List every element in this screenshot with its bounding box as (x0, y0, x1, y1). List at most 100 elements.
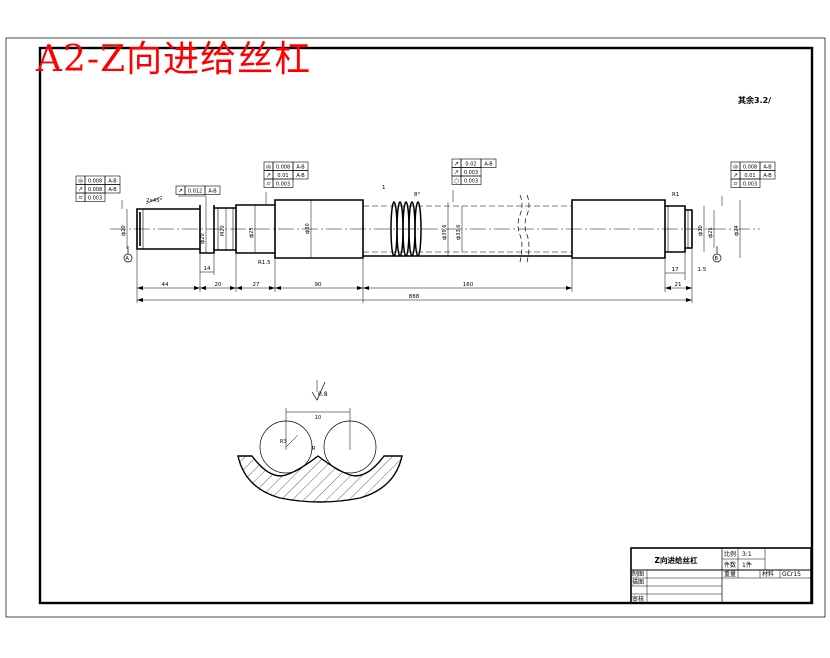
length-l7: 888 (409, 294, 420, 300)
tolerance-cell: ↗ (266, 172, 271, 179)
tolerance-cell: ⌭ (733, 181, 738, 188)
tolerance-frame-thread: ↗ 0.02 A-B ↗ 0.003 ○ 0.003 (451, 158, 497, 185)
detail-roughness: 0.8 (318, 391, 328, 398)
tolerance-cell: A-B (484, 162, 493, 168)
tolerance-cell: A-B (763, 173, 772, 179)
tolerance-cell: ↗ (178, 188, 183, 195)
break-line-1 (517, 194, 523, 263)
drawing-title: A2-Z向进给丝杠 (36, 39, 312, 80)
tolerance-cell: ↗ (733, 172, 738, 179)
keyway-note-label: R1.5 (258, 260, 271, 266)
tolerance-cell: 0.01 (277, 173, 288, 179)
tolerance-cell: ⌭ (78, 195, 83, 202)
length-l10: 1.5 (698, 267, 707, 273)
scale-value: 3:1 (742, 551, 752, 558)
checked-label: 描图 (632, 578, 644, 586)
tolerance-cell: A-B (208, 189, 217, 195)
tolerance-leaders (121, 190, 723, 209)
tolerance-cell: ↗ (454, 161, 459, 168)
break-line-2 (524, 194, 530, 263)
detail-angle: R (312, 446, 316, 452)
thread-section-hatched (237, 455, 403, 503)
approved-label: 审核 (632, 595, 644, 603)
tolerance-cell: A-B (763, 165, 772, 171)
roughness-symbol (311, 381, 326, 401)
dimension-arrows (137, 286, 692, 302)
qty-label: 件数 (724, 561, 736, 569)
tolerance-cell: 0.01 (744, 173, 755, 179)
tolerance-cell: ◎ (266, 164, 271, 171)
title-block-text: Z向进给丝杠 比例 3:1 件数 1件 重量 材料 GCr15 制图 描图 审核 (632, 550, 801, 603)
scale-label: 比例 (724, 550, 736, 558)
diameter-d3: M20 (220, 225, 226, 236)
outer-border (5, 37, 826, 618)
thread-profile-detail: 0.8 10 R3 R (237, 380, 403, 503)
tolerance-cell: 0.003 (464, 170, 478, 176)
diameter-d8: ф30 (698, 225, 704, 236)
tolerance-cell: ↗ (454, 169, 459, 176)
ball-right (323, 420, 377, 474)
tolerance-cell: 0.008 (88, 187, 102, 193)
diameter-d6: ф39.6 (442, 225, 448, 240)
diameter-dim-lines (126, 200, 741, 258)
length-l5: 90 (315, 282, 322, 288)
extension-lines (136, 249, 693, 303)
chamfer-label: 2x45° (146, 198, 163, 204)
detail-pitch: 10 (315, 415, 321, 421)
diameter-d9: ф25 (708, 227, 714, 238)
tolerance-cell: ◎ (733, 164, 738, 171)
roughness-note: 其余3.2/ (738, 95, 771, 105)
length-l6: 160 (463, 282, 474, 288)
tolerance-cell: 0.008 (743, 165, 757, 171)
diameter-d2: ф20 (200, 233, 206, 244)
tolerance-cell: A-B (296, 173, 305, 179)
tolerance-cell: 0.008 (276, 165, 290, 171)
drawn-label: 制图 (632, 570, 644, 578)
radius-label: R1 (672, 192, 679, 198)
tolerance-cell: ○ (454, 178, 459, 185)
tolerance-cell: A-B (108, 179, 117, 185)
diameter-d4: ф25 (249, 227, 255, 238)
thread-mark-label: 1 (382, 185, 386, 191)
length-l4: 14 (204, 266, 211, 272)
part-name: Z向进给丝杠 (655, 555, 698, 565)
diameter-d5: ф30 (305, 223, 311, 234)
length-l8: 17 (672, 267, 679, 273)
length-l3: 27 (253, 282, 260, 288)
tolerance-cell: ◎ (78, 178, 83, 185)
qty-value: 1件 (742, 561, 752, 569)
datum-b-label: B (715, 256, 719, 262)
tolerance-cell: 0.003 (743, 182, 757, 188)
tolerance-cell: 0.003 (276, 182, 290, 188)
weight-label: 重量 (724, 570, 736, 578)
tolerance-cell: 0.003 (464, 179, 478, 185)
material-value: GCr15 (782, 571, 801, 578)
detail-radius: R3 (280, 439, 287, 445)
length-l9: 21 (675, 282, 682, 288)
length-l2: 20 (215, 282, 222, 288)
diameter-d10: ф24 (734, 225, 740, 236)
title-block (630, 547, 812, 604)
tolerance-frame-mid-small: ↗ 0.012 A-B (175, 185, 221, 195)
dimension-labels: 2x45° R1 1 8° R1.5 A B 44 20 27 14 90 16… (126, 185, 719, 300)
tolerance-cell: A-B (108, 187, 117, 193)
inner-frame (38, 46, 814, 605)
shaft-view (110, 194, 760, 303)
datum-a-label: A (126, 256, 130, 262)
tolerance-cell: 0.02 (465, 162, 476, 168)
pitch-angle-label: 8° (414, 192, 420, 198)
diameter-d7: ф33.6 (456, 225, 462, 240)
ball-left (259, 420, 313, 474)
diameter-labels: ф20 ф20 M20 ф25 ф30 ф39.6 ф33.6 ф30 ф25 … (121, 223, 740, 244)
tolerance-cell: ⌭ (266, 181, 271, 188)
shaft-outline (136, 199, 693, 259)
tolerance-cell: 0.012 (188, 189, 202, 195)
material-label: 材料 (762, 570, 774, 578)
diameter-d1: ф20 (121, 225, 127, 236)
